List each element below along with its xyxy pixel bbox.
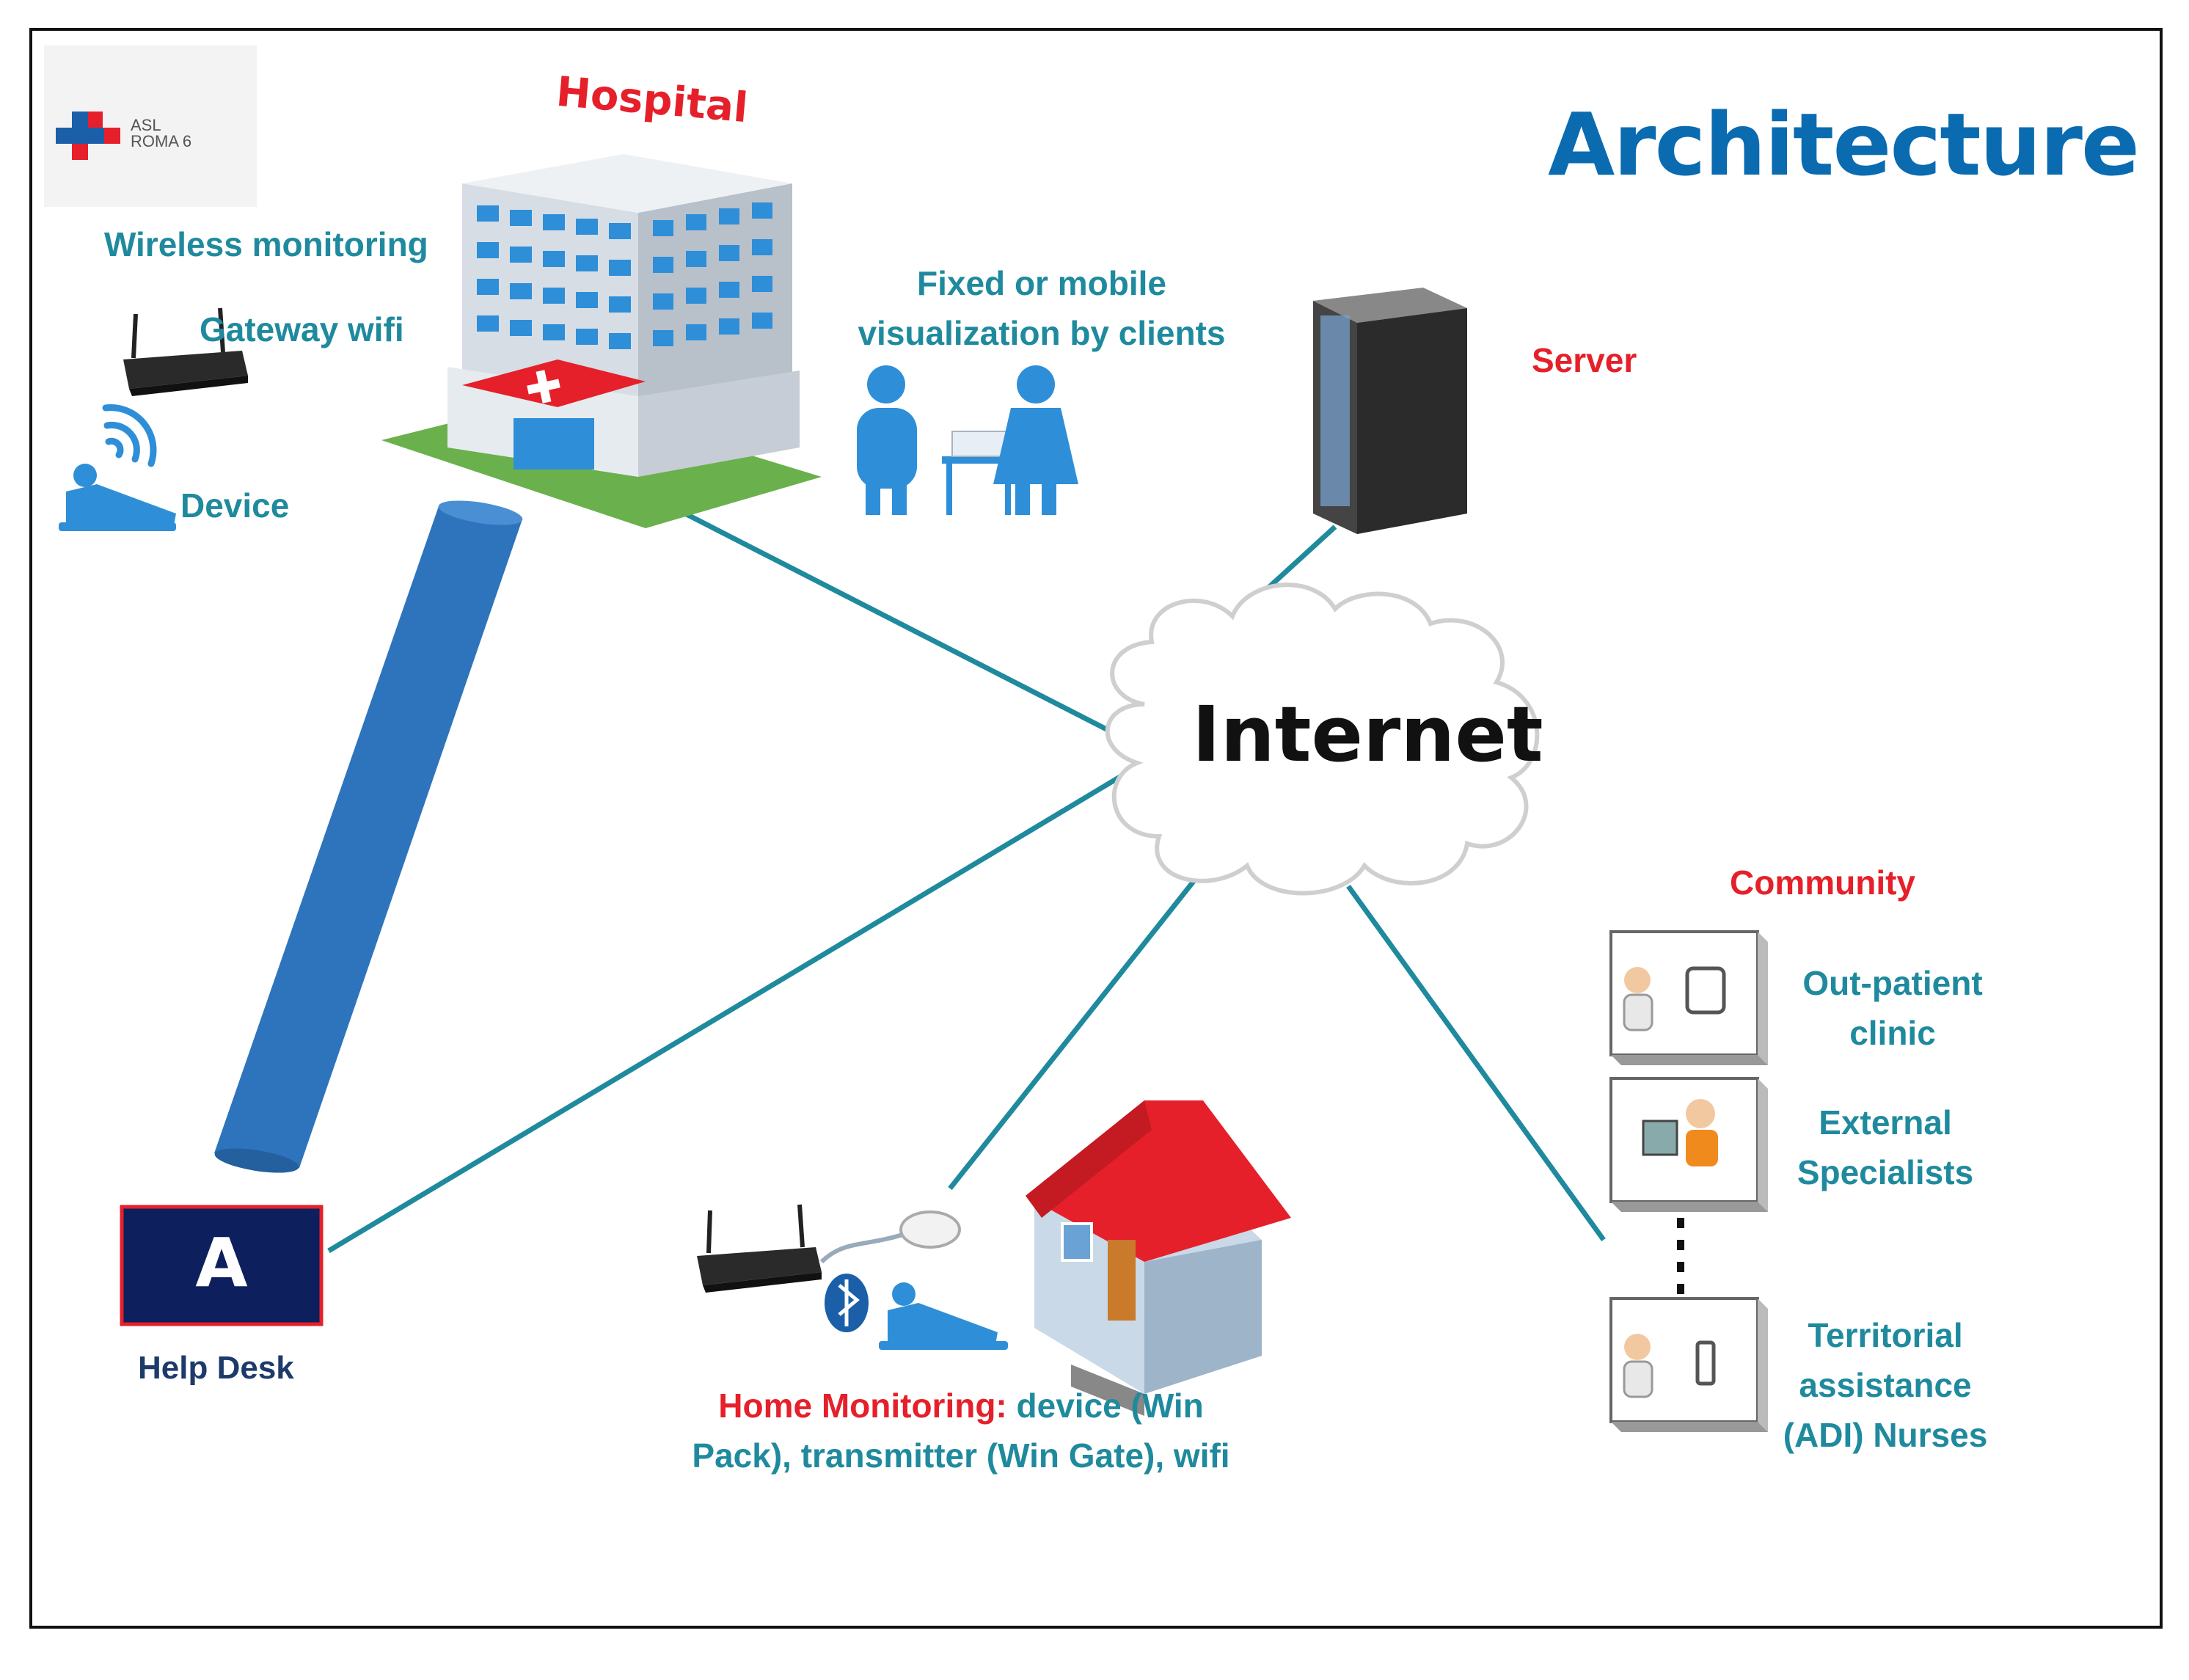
- community-box-outpatient: [1609, 930, 1768, 1065]
- outpatient-line2: clinic: [1849, 1014, 1936, 1052]
- wifi-waves-icon: [102, 404, 157, 467]
- helpdesk-label: Help Desk: [138, 1350, 294, 1386]
- home-router-icon: [697, 1204, 822, 1293]
- external-line1: External: [1819, 1103, 1952, 1142]
- fixed-mobile-line2: visualization by clients: [858, 314, 1226, 352]
- link-home-internet: [948, 867, 1205, 1191]
- home-monitoring-rest1: device (Win: [1006, 1387, 1204, 1425]
- logo-line2: ROMA 6: [131, 132, 192, 150]
- outpatient-line1: Out-patient: [1802, 964, 1983, 1002]
- clients-figures-icon: [857, 365, 1078, 515]
- gateway-router-icon: [123, 307, 248, 396]
- home-monitoring-line2: Pack), transmitter (Win Gate), wifi: [692, 1436, 1230, 1475]
- logo-text: ASL ROMA 6: [131, 117, 191, 150]
- community-separator-dots: [1677, 1218, 1684, 1294]
- link-hospital-internet: [681, 509, 1117, 737]
- fixed-mobile-line1: Fixed or mobile: [917, 264, 1166, 302]
- patient-device-icon: [59, 464, 176, 531]
- server-icon: [1313, 288, 1467, 534]
- community-box-territorial: [1609, 1297, 1768, 1432]
- territorial-line2: assistance: [1799, 1366, 1972, 1404]
- helpdesk-letter: A: [195, 1224, 248, 1302]
- wireless-monitoring-label: Wireless monitoring: [104, 225, 428, 263]
- house-icon: [1026, 1100, 1291, 1416]
- home-monitoring-prefix: Home Monitoring:: [718, 1387, 1007, 1425]
- logo-line1: ASL: [131, 116, 161, 134]
- internet-label: Internet: [1192, 690, 1543, 779]
- fixed-mobile-label: Fixed or mobile visualization by clients: [836, 258, 1247, 358]
- home-monitoring-label: Home Monitoring: device (Win Pack), tran…: [638, 1381, 1284, 1480]
- device-label: Device: [180, 486, 290, 525]
- server-label: Server: [1532, 341, 1637, 379]
- link-helpdesk-internet: [327, 766, 1135, 1254]
- internet-cloud-icon: [1105, 582, 1540, 896]
- blue-link-tube: [214, 500, 523, 1173]
- link-community-internet: [1346, 884, 1606, 1242]
- page-title: Architecture: [1548, 94, 2140, 195]
- community-label: Community: [1730, 863, 1915, 902]
- territorial-line3: (ADI) Nurses: [1783, 1416, 1988, 1454]
- external-line2: Specialists: [1797, 1153, 1974, 1191]
- territorial-assistance-label: Territorial assistance (ADI) Nurses: [1768, 1310, 2003, 1460]
- bluetooth-icon: [825, 1274, 869, 1332]
- transmitter-mouse-icon: [819, 1210, 961, 1264]
- asl-logo: [44, 45, 257, 207]
- community-box-external: [1609, 1077, 1768, 1212]
- helpdesk-box: [120, 1205, 324, 1326]
- home-patient-device-icon: [879, 1282, 1008, 1350]
- hospital-building-icon: [381, 154, 822, 528]
- gateway-wifi-label: Gateway wifi: [200, 310, 404, 348]
- outpatient-label: Out-patient clinic: [1783, 958, 2003, 1058]
- territorial-line1: Territorial: [1808, 1316, 1963, 1354]
- external-specialists-label: External Specialists: [1775, 1098, 1995, 1197]
- connection-lines: [327, 509, 1606, 1254]
